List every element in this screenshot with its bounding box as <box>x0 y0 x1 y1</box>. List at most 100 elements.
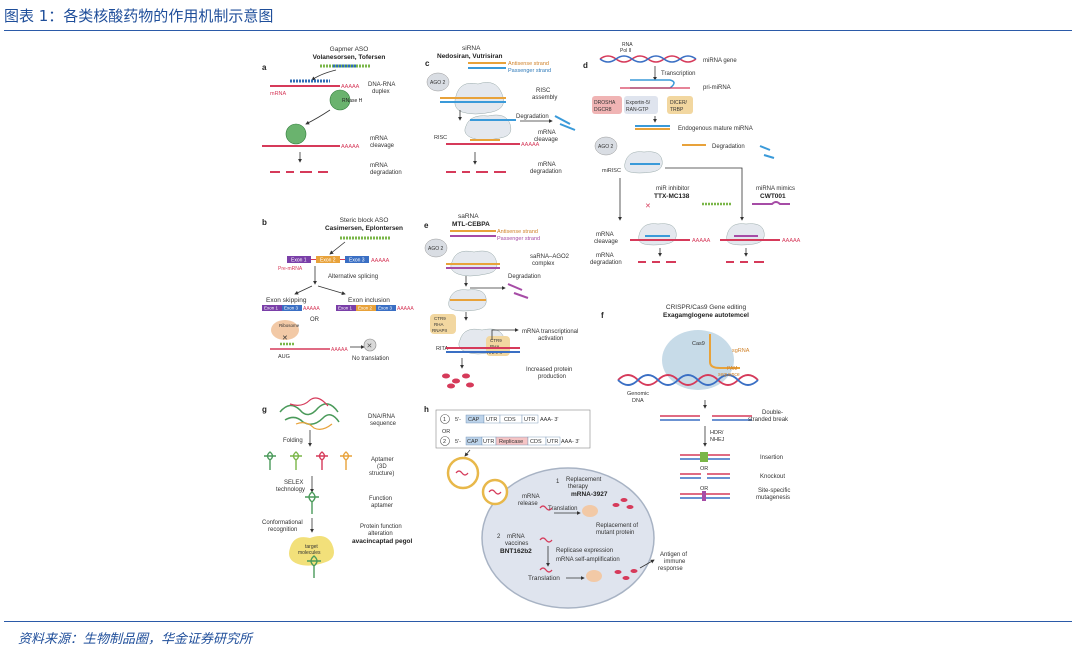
ago2-shape-e <box>424 238 448 258</box>
cleavage-d-2: cleavage <box>594 239 619 245</box>
panel-b-header: Steric block ASO <box>340 217 389 224</box>
transcription-label: Transcription <box>661 71 695 77</box>
mrna-label-a: mRNA <box>270 91 287 97</box>
incl-exon1-label: Exon 1 <box>338 306 353 311</box>
dsb-1: Double- <box>762 410 783 416</box>
ago2-label-c: AGO 2 <box>430 80 446 86</box>
drosha-1: DROSHA <box>594 100 616 106</box>
row1-num: 1 <box>443 417 446 423</box>
panel-f: f CRISPR/Cas9 Gene editing Exagamglogene… <box>601 304 790 501</box>
row1-cds-label: CDS <box>504 417 516 423</box>
row1-utr1-label: UTR <box>486 417 497 423</box>
risc-assembly-2: assembly <box>532 95 557 101</box>
incl-exon2 <box>356 305 376 311</box>
ribosome-label: Ribosome <box>279 323 300 328</box>
pri-mirna-label: pri-miRNA <box>703 85 731 91</box>
row2-utr1-label: UTR <box>483 439 494 445</box>
site-specific-1: Site-specific <box>758 488 790 494</box>
cleavage-c-1: mRNA <box>538 130 556 136</box>
incl-exon3-label: Exon 3 <box>378 306 393 311</box>
degradation-label-c: Degradation <box>516 114 549 120</box>
sequence-2: sequence <box>370 421 397 427</box>
genomic-2: DNA <box>632 398 644 404</box>
risc-blob-d2 <box>726 223 765 246</box>
ago2-shape-c <box>426 72 450 92</box>
rnase-h-enzyme <box>329 89 351 111</box>
polya-c1: AAAAA <box>521 142 540 148</box>
row1-utr2 <box>521 414 539 424</box>
aptamer-2: (3D <box>377 464 387 470</box>
cleavage-label-1: mRNA <box>370 136 388 142</box>
target-2: molecules <box>298 550 321 556</box>
aug-label: AUG <box>278 354 290 360</box>
row2-cap-label: CAP <box>467 439 479 445</box>
replacement-num: 1 <box>556 479 560 485</box>
translation-2: Translation <box>528 575 560 582</box>
function-aptamer-shape <box>305 491 319 514</box>
selex-2: technology <box>276 487 305 493</box>
replacement-of-2: mutant protein <box>596 530 634 536</box>
title-bar: 图表 1：各类核酸药物的作用机制示意图 <box>0 0 1076 30</box>
cleavage-d-1: mRNA <box>596 232 614 238</box>
folding-label: Folding <box>283 438 303 444</box>
duplex-label-2: duplex <box>372 89 390 95</box>
genomic-dna-top <box>617 374 759 386</box>
self-amp: mRNA self-amplification <box>556 557 620 563</box>
selex-1: SELEX <box>284 480 303 486</box>
release-1: mRNA <box>522 494 540 500</box>
arrow-skipping <box>294 285 313 295</box>
panel-a-header: Gapmer ASO <box>330 46 369 53</box>
pre-mrna-label: Pre-mRNA <box>278 266 303 272</box>
ago2-shape-d <box>594 136 618 156</box>
risc-label-c: RISC <box>434 135 447 141</box>
row2-cds-label: CDS <box>530 439 542 445</box>
panel-c-header: siRNA <box>462 45 481 52</box>
antigen-3: response <box>658 566 683 572</box>
or-f-2: OR <box>700 486 708 492</box>
hdr-2: NHEJ <box>710 437 725 443</box>
sgrna-label: sgRNA <box>732 348 750 354</box>
rna-pol-1: RNA <box>622 42 633 48</box>
svg-text:✕: ✕ <box>367 343 373 350</box>
mirisc-blob <box>624 151 663 174</box>
exon-3-label: Exon 3 <box>349 258 365 264</box>
arrow-to-cleavage <box>305 109 331 125</box>
panel-a: a Gapmer ASO Volanesorsen, Tofersen AAAA… <box>262 46 402 176</box>
vaccines-2: vaccines <box>505 541 528 547</box>
genomic-dna-bottom <box>617 374 759 386</box>
antisense-label-c: Antisense strand <box>508 61 549 67</box>
knockout-label: Knockout <box>760 474 785 480</box>
top-rule <box>4 30 1072 31</box>
polya-d1: AAAAA <box>692 238 711 244</box>
panel-e-letter: e <box>424 221 429 230</box>
degradation-label-d: Degradation <box>712 144 745 150</box>
panel-h-letter: h <box>424 405 429 414</box>
exon-1-box <box>287 256 311 263</box>
complex-1: saRNA–AGO2 <box>530 254 570 260</box>
exon-inclusion-label: Exon inclusion <box>348 297 390 304</box>
duplex-label-1: DNA-RNA <box>368 82 395 88</box>
panel-e-drugs: MTL-CEBPA <box>452 221 490 228</box>
panel-c: c siRNA Nedosiran, Vutrisiran Antisense … <box>425 45 576 175</box>
function-2: aptamer <box>371 503 393 509</box>
no-translation-label: No translation <box>352 356 389 362</box>
aptamer-1: Aptamer <box>371 457 394 463</box>
antigen-1: Antigen of <box>660 552 687 558</box>
vaccines-drug: BNT162b2 <box>500 548 532 555</box>
polya-a1: AAAAA <box>341 84 360 90</box>
degradation-d-2: degradation <box>590 260 622 266</box>
antisense-label-e: Antisense strand <box>497 229 538 235</box>
pam-1: PAM <box>727 366 737 372</box>
rnase-h-cleaving <box>285 123 307 145</box>
arrow-aso-binding <box>311 69 337 81</box>
skip-exon3-label: Exon 3 <box>284 306 299 311</box>
ctr9-box-1 <box>430 314 456 334</box>
exportin-2: RAN-GTP <box>626 107 649 113</box>
bound-aptamer-shape <box>307 555 321 578</box>
row1-cap-label: CAP <box>468 417 480 423</box>
mirna-gene-label: miRNA gene <box>703 58 737 64</box>
mimics-strand <box>752 201 790 205</box>
ctr9-2b: RHA <box>490 344 500 349</box>
source-note: 资料来源：生物制品圈，华金证券研究所 <box>18 632 253 647</box>
or-f-1: OR <box>700 466 708 472</box>
